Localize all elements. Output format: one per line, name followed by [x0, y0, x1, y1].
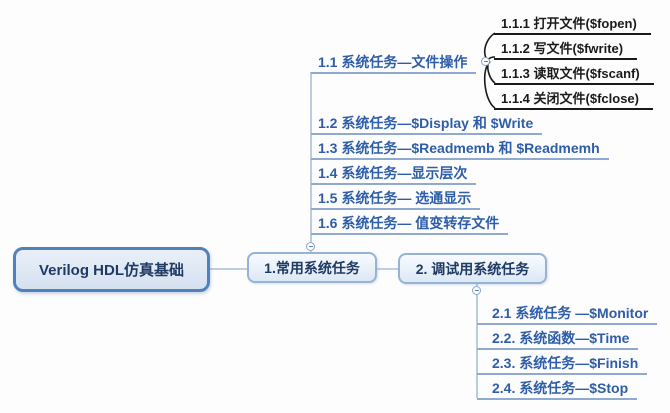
topic-1-1-3[interactable]: 1.1.3 读取文件($fscanf) [494, 64, 654, 85]
topic-debug-system-tasks[interactable]: 2. 调试用系统任务 [398, 253, 547, 284]
topic-common-label: 1.常用系统任务 [264, 259, 360, 276]
collapse-minus-icon-node1[interactable] [306, 242, 315, 251]
topic-1-6[interactable]: 1.6 系统任务— 值变转存文件 [311, 214, 509, 235]
topic-debug-label: 2. 调试用系统任务 [415, 260, 530, 277]
collapse-minus-icon-1-1[interactable] [481, 57, 490, 66]
topic-2-2[interactable]: 2.2. 系统函数—$Time [477, 329, 639, 350]
topic-2-4[interactable]: 2.4. 系统任务—$Stop [477, 379, 638, 400]
root-topic[interactable]: Verilog HDL仿真基础 [13, 247, 210, 292]
root-topic-label: Verilog HDL仿真基础 [38, 262, 184, 279]
topic-1-1-1[interactable]: 1.1.1 打开文件($fopen) [494, 14, 651, 35]
topic-common-system-tasks[interactable]: 1.常用系统任务 [247, 252, 377, 283]
topic-1-5[interactable]: 1.5 系统任务— 选通显示 [311, 189, 481, 210]
collapse-minus-icon-node2[interactable] [472, 286, 481, 295]
topic-2-3[interactable]: 2.3. 系统任务—$Finish [477, 354, 648, 375]
topic-1-1-4[interactable]: 1.1.4 关闭文件($fclose) [494, 89, 653, 110]
topic-1-3[interactable]: 1.3 系统任务—$Readmemb 和 $Readmemh [311, 139, 609, 160]
topic-1-2[interactable]: 1.2 系统任务—$Display 和 $Write [311, 114, 543, 135]
topic-1-1-2[interactable]: 1.1.2 写文件($fwrite) [494, 39, 638, 60]
topic-2-1[interactable]: 2.1 系统任务 —$Monitor [477, 304, 658, 325]
topic-1-1[interactable]: 1.1 系统任务—文件操作 [311, 53, 477, 74]
topic-1-4[interactable]: 1.4 系统任务—显示层次 [311, 164, 477, 185]
